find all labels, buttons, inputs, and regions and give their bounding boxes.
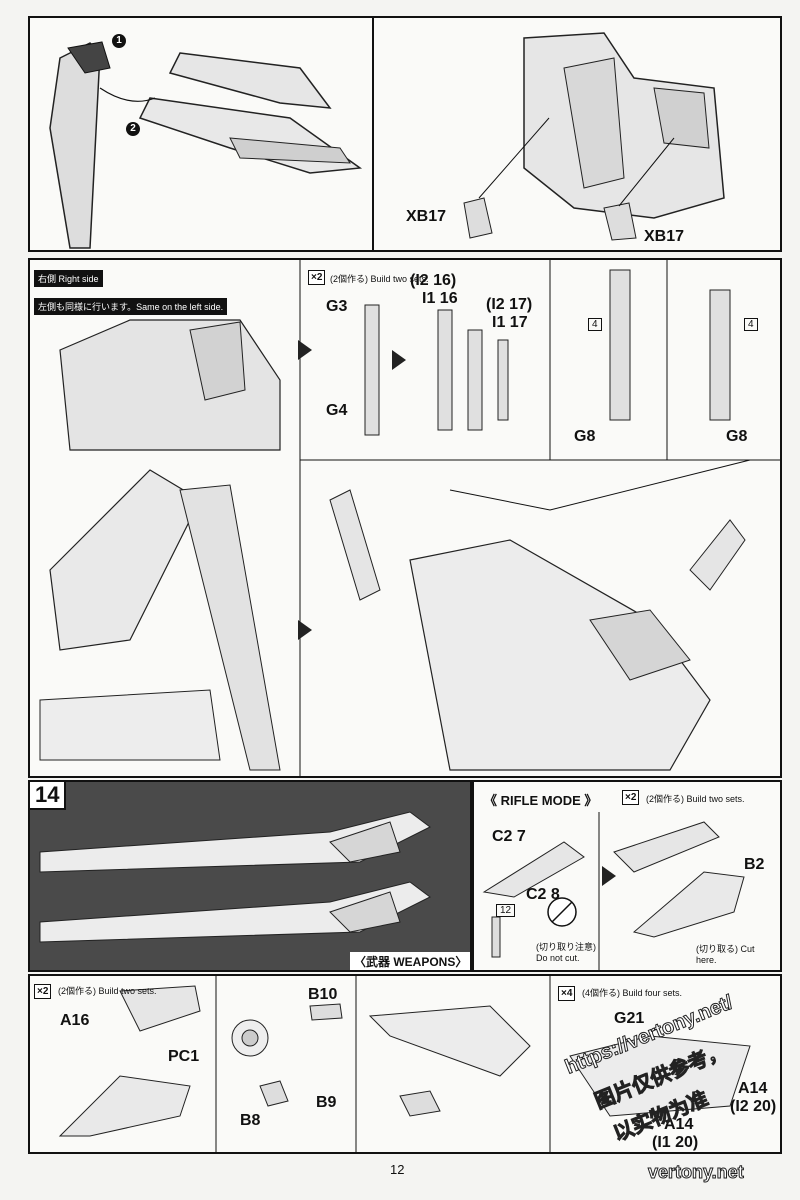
- step-1-marker: 1: [112, 34, 126, 48]
- rifle-mode-title: 《 RIFLE MODE 》: [484, 793, 598, 808]
- part-g3: G3: [326, 298, 348, 315]
- step-14-weapons-panel: 14 〈武器 WEAPONS〉: [28, 780, 472, 972]
- build-two-sets-note: (2個作る) Build two sets.: [646, 794, 745, 804]
- step-number: 14: [30, 782, 67, 810]
- ref-12: 12: [496, 904, 516, 917]
- build-two-sets-note: (2個作る) Build two sets.: [58, 986, 157, 996]
- cut-here-note: (切り取る) Cut here.: [696, 944, 755, 965]
- part-g8-left: G8: [574, 428, 596, 445]
- right-side-label: 右側 Right side: [34, 270, 103, 287]
- part-c2-7: C2 7: [492, 828, 526, 845]
- arm-assembly-drawing: [39, 260, 780, 776]
- part-xb17-left: XB17: [406, 208, 447, 225]
- bottom-panel: ×2 (2個作る) Build two sets. A16 PC1 B10 B8…: [28, 974, 782, 1154]
- weapons-drawing: [39, 811, 431, 943]
- part-a14-lower: A14: [664, 1116, 694, 1133]
- rifle-mode-panel: 《 RIFLE MODE 》 ×2 (2個作る) Build two sets.…: [472, 780, 782, 972]
- part-b2: B2: [744, 856, 765, 873]
- ref-4-right: 4: [744, 318, 758, 331]
- part-g8-right: G8: [726, 428, 748, 445]
- top-right-panel: XB17 XB17: [372, 16, 782, 252]
- build-four-sets-note: (4個作る) Build four sets.: [582, 988, 683, 998]
- quantity-x2: ×2: [308, 270, 326, 285]
- quantity-x2: ×2: [622, 790, 640, 805]
- part-g4: G4: [326, 402, 348, 419]
- part-i2-16: (I2 16): [410, 272, 457, 289]
- part-i1-20: (I1 20): [652, 1134, 699, 1151]
- part-i1-16: I1 16: [422, 290, 458, 307]
- do-not-cut-note: (切り取り注意) Do not cut.: [536, 942, 596, 963]
- flow-arrow: [392, 350, 406, 370]
- ref-4-left: 4: [588, 318, 602, 331]
- flow-arrow: [602, 866, 616, 886]
- middle-panel: 右側 Right side 左側も同様に行います。Same on the lef…: [28, 258, 782, 778]
- part-i2-17: (I2 17): [486, 296, 533, 313]
- same-left-side-label: 左側も同様に行います。Same on the left side.: [34, 298, 228, 315]
- rifle-mode-drawing: [482, 812, 745, 970]
- part-pc1: PC1: [168, 1048, 200, 1065]
- flow-arrow: [298, 340, 312, 360]
- part-a14-upper: A14: [738, 1080, 768, 1097]
- build-two-sets-note: (2個作る) Build two sets.: [330, 274, 429, 284]
- top-left-panel: 1 2: [28, 16, 374, 252]
- part-b9: B9: [316, 1094, 337, 1111]
- flow-arrow: [298, 620, 312, 640]
- step-2-marker: 2: [126, 122, 140, 136]
- part-c2-8: C2 8: [526, 886, 560, 903]
- part-xb17-right: XB17: [644, 228, 685, 245]
- part-b10: B10: [308, 986, 338, 1003]
- quantity-x2: ×2: [34, 984, 52, 999]
- quantity-x4: ×4: [558, 986, 576, 1001]
- watermark-site: vertony.net: [648, 1162, 745, 1183]
- weapons-label: 〈武器 WEAPONS〉: [350, 952, 470, 970]
- part-i1-17: I1 17: [492, 314, 528, 331]
- part-a16: A16: [60, 1012, 90, 1029]
- sub-assembly-drawing: [58, 976, 751, 1152]
- part-g21: G21: [614, 1010, 645, 1027]
- wing-assembly-drawing: [49, 41, 363, 249]
- part-b8: B8: [240, 1112, 261, 1129]
- part-i2-20: (I2 20): [730, 1098, 777, 1115]
- page-number: 12: [390, 1162, 405, 1177]
- shoulder-assembly-drawing: [463, 32, 725, 241]
